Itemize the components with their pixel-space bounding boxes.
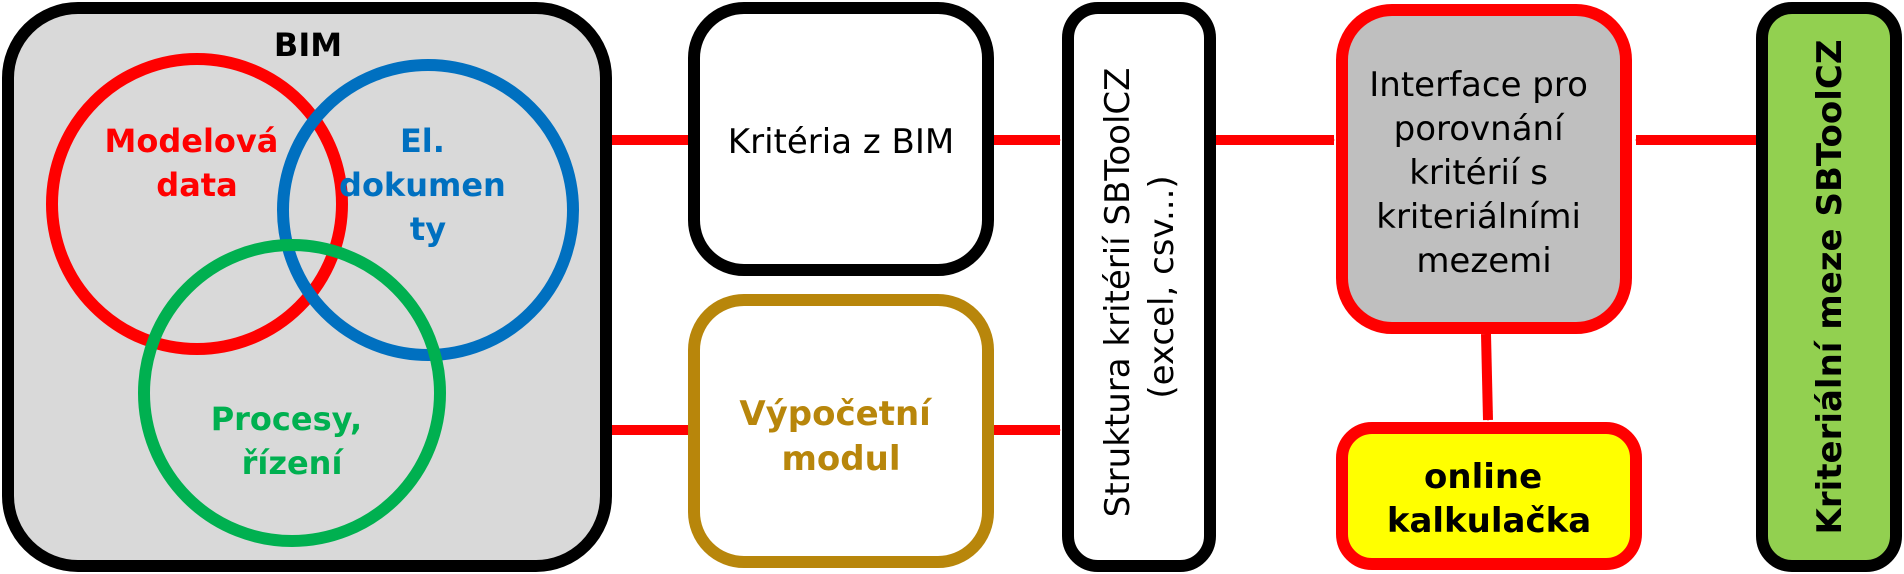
circle-model-data — [46, 53, 348, 355]
online-calc-label: online kalkulačka — [1387, 457, 1591, 541]
criteria-bim-label: Kritéria z BIM — [728, 122, 954, 162]
calc-module-label: Výpočetní modul — [739, 394, 942, 479]
circle-processes — [138, 239, 446, 547]
limits-label: Kriteriální meze SBToolCZ — [1810, 39, 1850, 534]
circle-docs-label: El. dokumen ty — [339, 122, 517, 248]
criteria-bim-box — [688, 2, 994, 276]
calc-module-box — [688, 294, 994, 568]
structure-box — [1062, 2, 1216, 572]
interface-box — [1336, 4, 1632, 334]
interface-label: Interface pro porovnání kritérií s krite… — [1369, 65, 1598, 281]
arrow-interface-to-online — [1481, 333, 1493, 421]
structure-label: Struktura kritérií SBToolCZ (excel, csv.… — [1098, 57, 1182, 517]
circle-model-label: Modelová data — [105, 122, 290, 204]
bim-title: BIM — [274, 26, 342, 64]
circle-el-documents — [277, 59, 579, 361]
limits-box — [1756, 2, 1902, 572]
circle-process-label: Procesy, řízení — [211, 400, 374, 482]
online-calc-box — [1336, 422, 1642, 570]
